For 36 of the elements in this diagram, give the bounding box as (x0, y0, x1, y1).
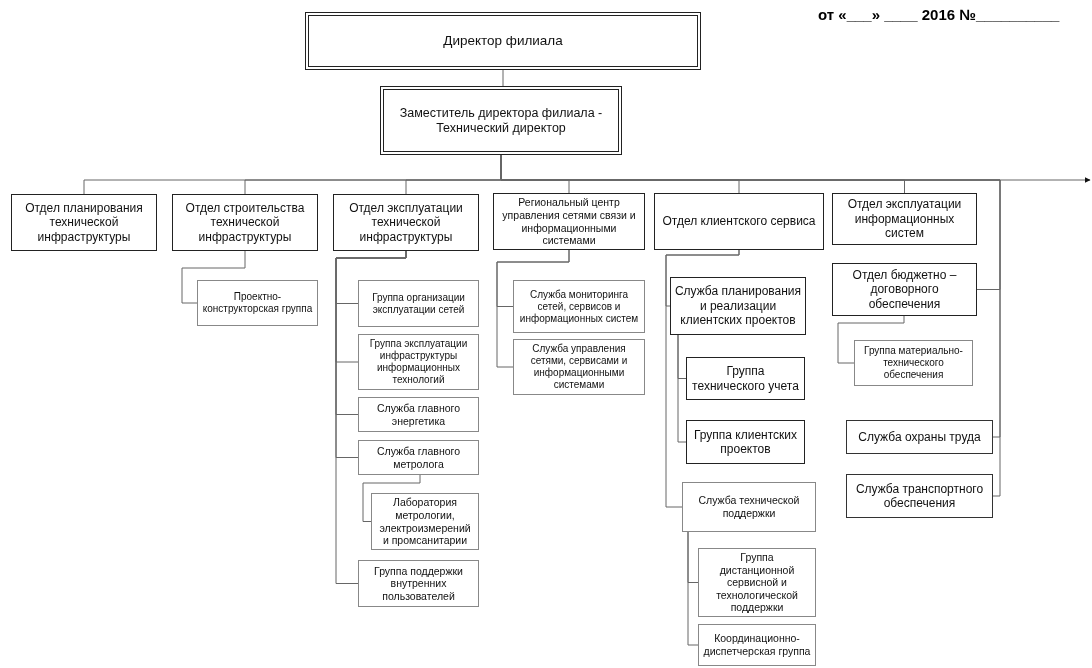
order-date-line: от «___» ____ 2016 №__________ (818, 6, 1060, 23)
org-unit-box: Группа клиентских проектов (686, 420, 805, 464)
org-unit-box: Координационно-диспетчерская группа (698, 624, 816, 666)
org-unit-box: Отдел эксплуатации технической инфраструктуры (333, 194, 479, 251)
connector-line (496, 249, 570, 368)
connector-line (687, 531, 699, 646)
org-unit-box: Служба технической поддержки (682, 482, 816, 532)
org-unit-box: Группа поддержки внутренних пользователей (358, 560, 479, 607)
org-unit-box: Служба главного энергетика (358, 397, 479, 432)
org-unit-box: Служба главного метролога (358, 440, 479, 475)
org-unit-box: Группа организации эксплуатации сетей (358, 280, 479, 327)
org-unit-box: Отдел бюджетно – договорного обеспечения (832, 263, 977, 316)
connector-line (362, 474, 421, 522)
org-unit-box: Заместитель директора филиала - Технический директор (380, 86, 622, 155)
org-unit-box: Лаборатория метрологии, электроизмерений и промсанитарии (371, 493, 479, 550)
org-unit-box: Группа эксплуатации инфраструктуры информационных технологий (358, 334, 479, 390)
connector-line (665, 249, 740, 508)
org-unit-box: Отдел строительства технической инфраструктуры (172, 194, 318, 251)
org-unit-box: Служба транспортного обеспечения (846, 474, 993, 518)
org-unit-box: Служба планирования и реализации клиентских проектов (670, 277, 806, 335)
org-unit-box: Региональный центр управления сетями связи и информационными системами (493, 193, 645, 250)
connector-line (677, 334, 687, 443)
connector-line (837, 315, 905, 364)
org-unit-box: Группа технического учета (686, 357, 805, 400)
org-unit-box: Служба управления сетями, сервисами и информационными системами (513, 339, 645, 395)
org-unit-box: Директор филиала (305, 12, 701, 70)
org-unit-box: Служба мониторинга сетей, сервисов и информационных систем (513, 280, 645, 333)
org-unit-box: Служба охраны труда (846, 420, 993, 454)
org-unit-box: Проектно-конструкторская группа (197, 280, 318, 326)
org-unit-box: Группа дистанционной сервисной и технологической поддержки (698, 548, 816, 617)
org-unit-box: Отдел планирования технической инфраструктуры (11, 194, 157, 251)
org-unit-box: Отдел клиентского сервиса (654, 193, 824, 250)
connector-line (502, 69, 504, 87)
org-unit-box: Группа материально-технического обеспечения (854, 340, 973, 386)
org-unit-box: Отдел эксплуатации информационных систем (832, 193, 977, 245)
connector-line (181, 250, 246, 304)
